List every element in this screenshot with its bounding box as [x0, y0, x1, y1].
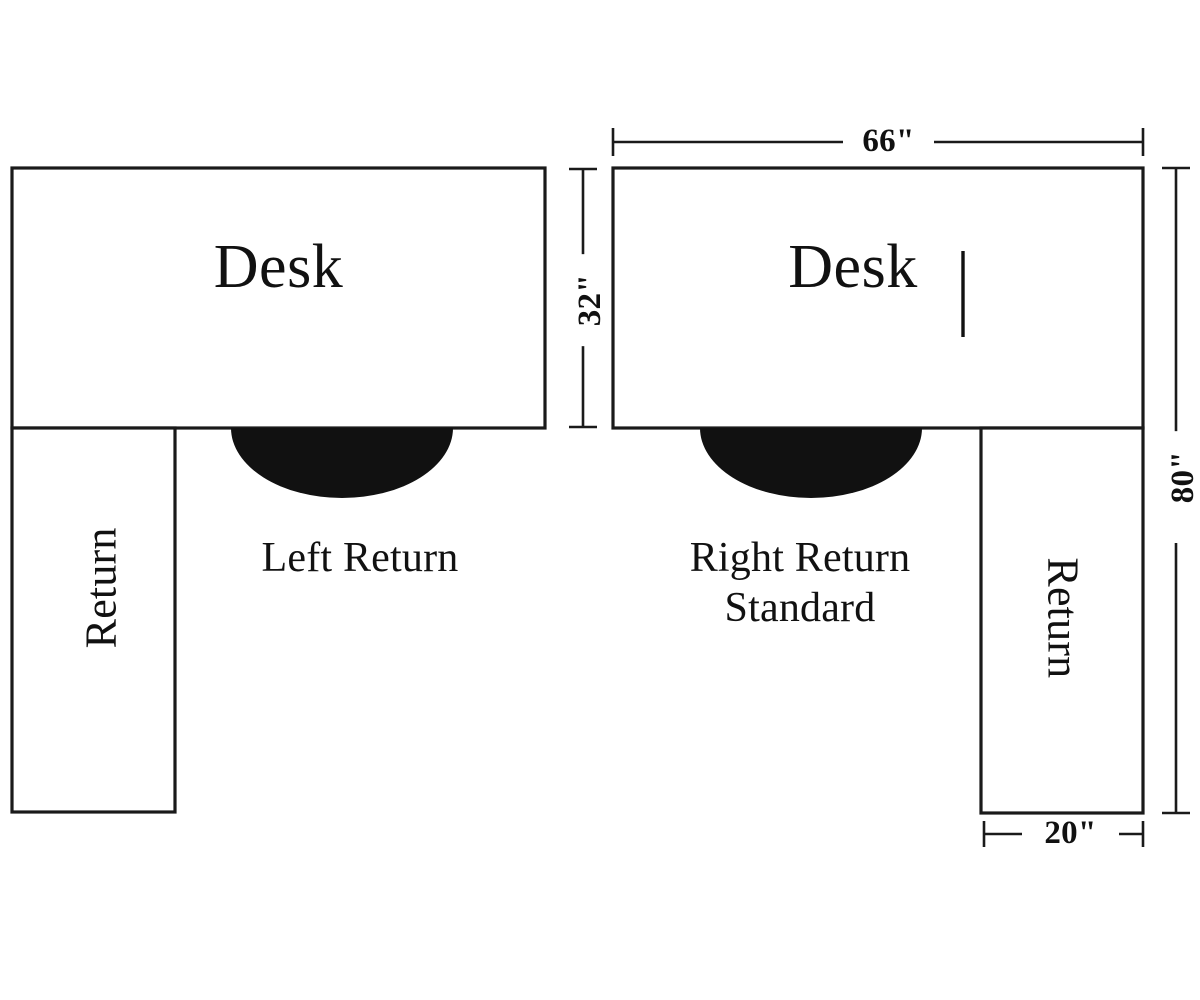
right-return-panel[interactable]	[979, 426, 1145, 815]
left-return-vertical-label: Return	[76, 527, 126, 649]
total-depth-dimension-label: 80"	[1165, 431, 1200, 524]
left-return-panel[interactable]	[10, 426, 177, 814]
right-knee-space-halfellipse	[700, 428, 922, 498]
right-config-caption-line2: Standard	[724, 585, 876, 631]
right-desk-label[interactable]: Desk	[788, 233, 918, 301]
desk-depth-dimension-group	[569, 167, 597, 429]
left-config-caption: Left Return	[261, 535, 459, 581]
right-return-vertical-label: Return	[1038, 557, 1088, 679]
desk-depth-dimension-label: 32"	[572, 254, 608, 347]
right-desk-panel[interactable]	[611, 166, 1145, 430]
right-configuration-group	[611, 166, 1145, 815]
left-knee-space-halfellipse	[231, 428, 453, 498]
return-width-dimension-label: 20"	[1022, 816, 1119, 850]
left-desk-panel[interactable]	[10, 166, 547, 430]
total-depth-dimension-group	[1162, 166, 1190, 815]
width-dimension-group	[611, 128, 1145, 156]
right-config-caption-line1: Right Return	[689, 535, 911, 581]
left-desk-label: Desk	[213, 233, 344, 301]
left-configuration-group	[10, 166, 547, 814]
width-dimension-label: 66"	[843, 124, 934, 158]
